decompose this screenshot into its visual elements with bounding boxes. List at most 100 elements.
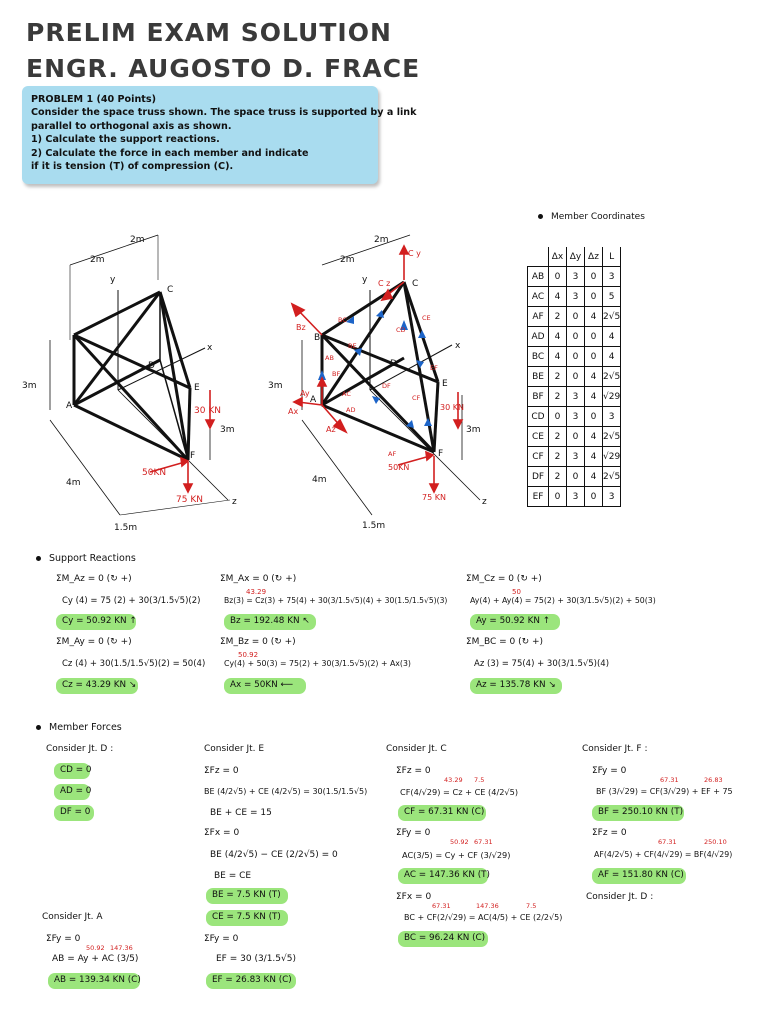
result-highlight	[206, 910, 288, 926]
member-name: BF	[527, 386, 549, 407]
dim-4m-label: 4m	[312, 475, 327, 485]
cell-dx: 2	[548, 466, 567, 487]
dim-1.5m-label: 1.5m	[114, 523, 137, 533]
result-highlight	[56, 614, 136, 630]
sum-eq: ΣFz = 0	[204, 766, 239, 776]
dim-4m-label: 4m	[66, 478, 81, 488]
equation: EF = 30 (3/1.5√5)	[216, 954, 296, 964]
cell-dz: 0	[584, 286, 603, 307]
cell-length: 3	[601, 486, 622, 507]
member-cd-label: CD	[396, 326, 406, 334]
sum-eq: ΣFy = 0	[396, 828, 431, 838]
member-name: EF	[527, 486, 549, 507]
result-bf: BF = 250.10 KN (T)	[598, 807, 684, 817]
cell-length: 4	[601, 326, 622, 347]
problem-line: 2) Calculate the force in each member an…	[31, 147, 309, 159]
cell-length: 5	[601, 286, 622, 307]
member-df-label: DF	[382, 382, 391, 390]
member-name: CE	[527, 426, 549, 447]
dim-2m-label: 2m	[340, 255, 355, 265]
annotation: 50	[512, 588, 521, 596]
result-highlight	[206, 973, 296, 989]
problem-line: Consider the space truss shown. The spac…	[31, 107, 417, 119]
cell-length: √29	[601, 446, 622, 467]
result-highlight	[54, 763, 90, 779]
cell-length: 2√5	[601, 306, 622, 327]
equation: AC(3/5) = Cy + CF (3/√29)	[402, 850, 511, 860]
equation: BE (4/2√5) + CE (4/2√5) = 30(1.5/1.5√5)	[204, 787, 368, 796]
support-heading-text: Support Reactions	[49, 553, 136, 564]
member-name: AF	[527, 306, 549, 327]
problem-line: 1) Calculate the support reactions.	[31, 134, 220, 146]
result-highlight	[56, 678, 138, 694]
result-df: DF = 0	[60, 807, 91, 817]
sum-eq: ΣFy = 0	[204, 934, 239, 944]
dim-3m-label: 3m	[268, 381, 283, 391]
annotation: 7.5	[474, 776, 485, 784]
cell-length: 2√5	[601, 466, 622, 487]
cell-dz: 4	[584, 426, 603, 447]
member-forces-heading-text: Member Forces	[49, 722, 122, 733]
result-az: Az = 135.78 KN ↘	[476, 680, 556, 690]
equation: CF(4/√29) = Cz + CE (4/2√5)	[400, 787, 519, 797]
cell-length: 4	[601, 346, 622, 367]
member-af-label: AF	[388, 450, 396, 458]
annotation: 67.31	[658, 838, 677, 846]
annotation: 50.92	[86, 944, 105, 952]
node-a-label: A	[66, 401, 73, 411]
dim-2m-label: 2m	[130, 235, 145, 245]
result-highlight	[224, 678, 306, 694]
result-highlight	[398, 868, 488, 884]
result-highlight	[398, 805, 486, 821]
annotation: 43.29	[444, 776, 463, 784]
annotation: 50.92	[238, 651, 259, 659]
sum-eq: ΣFy = 0	[46, 934, 81, 944]
joint-c-title: Consider Jt. C	[386, 744, 447, 754]
problem-line: if it is tension (T) of compression (C).	[31, 161, 234, 173]
cell-length: 3	[601, 266, 622, 287]
member-name: CF	[527, 446, 549, 467]
bullet-icon	[36, 725, 41, 730]
cell-length: 3	[601, 406, 622, 427]
cell-dy: 0	[566, 346, 585, 367]
dim-2m-label: 2m	[90, 255, 105, 265]
result-cz: Cz = 43.29 KN ↘	[62, 680, 137, 690]
member-ac-label: AC	[342, 390, 351, 398]
equation: Cy(4) + 50(3) = 75(2) + 30(3/1.5√5)(2) +…	[224, 659, 411, 668]
eq-title: ΣM_Cz = 0 (↻ +)	[466, 574, 542, 584]
cell-length: √29	[601, 386, 622, 407]
table-header-row: Δx Δy Δz L	[528, 247, 622, 267]
dim-3m-label: 3m	[220, 425, 235, 435]
header-dy: Δy	[566, 247, 585, 267]
sum-eq: ΣFz = 0	[396, 766, 431, 776]
truss-figure-original: 2m 2m 3m 3m 4m 1.5m y x z A C D E F 30 K…	[22, 234, 237, 533]
equation: BC + CF(2/√29) = AC(4/5) + CE (2/2√5)	[404, 913, 563, 922]
header-dx: Δx	[548, 247, 567, 267]
node-f-label: F	[438, 449, 443, 459]
result-cf: CF = 67.31 KN (C)	[404, 807, 485, 817]
cell-dy: 0	[566, 426, 585, 447]
axis-y-label: y	[362, 275, 368, 285]
cell-dy: 3	[566, 266, 585, 287]
cell-dz: 4	[584, 386, 603, 407]
equation: Ay(4) + Ay(4) = 75(2) + 30(3/1.5√5)(2) +…	[470, 596, 656, 605]
result-ab: AB = 139.34 KN (C)	[54, 975, 141, 985]
dim-3m-label: 3m	[466, 425, 481, 435]
cell-dz: 0	[584, 346, 603, 367]
member-name: AC	[527, 286, 549, 307]
cell-dy: 0	[566, 466, 585, 487]
cell-dx: 0	[548, 486, 567, 507]
annotation: 67.31	[474, 838, 493, 846]
equation: BF (3/√29) = CF(3/√29) + EF + 75	[596, 787, 733, 796]
cell-dy: 3	[566, 406, 585, 427]
reaction-cy-label: C y	[408, 249, 421, 258]
load-30kn-label: 30 KN	[440, 403, 464, 412]
equation: BE + CE = 15	[210, 808, 272, 818]
result-ad: AD = 0	[60, 786, 92, 796]
result-cy: Cy = 50.92 KN ↑	[62, 616, 137, 626]
